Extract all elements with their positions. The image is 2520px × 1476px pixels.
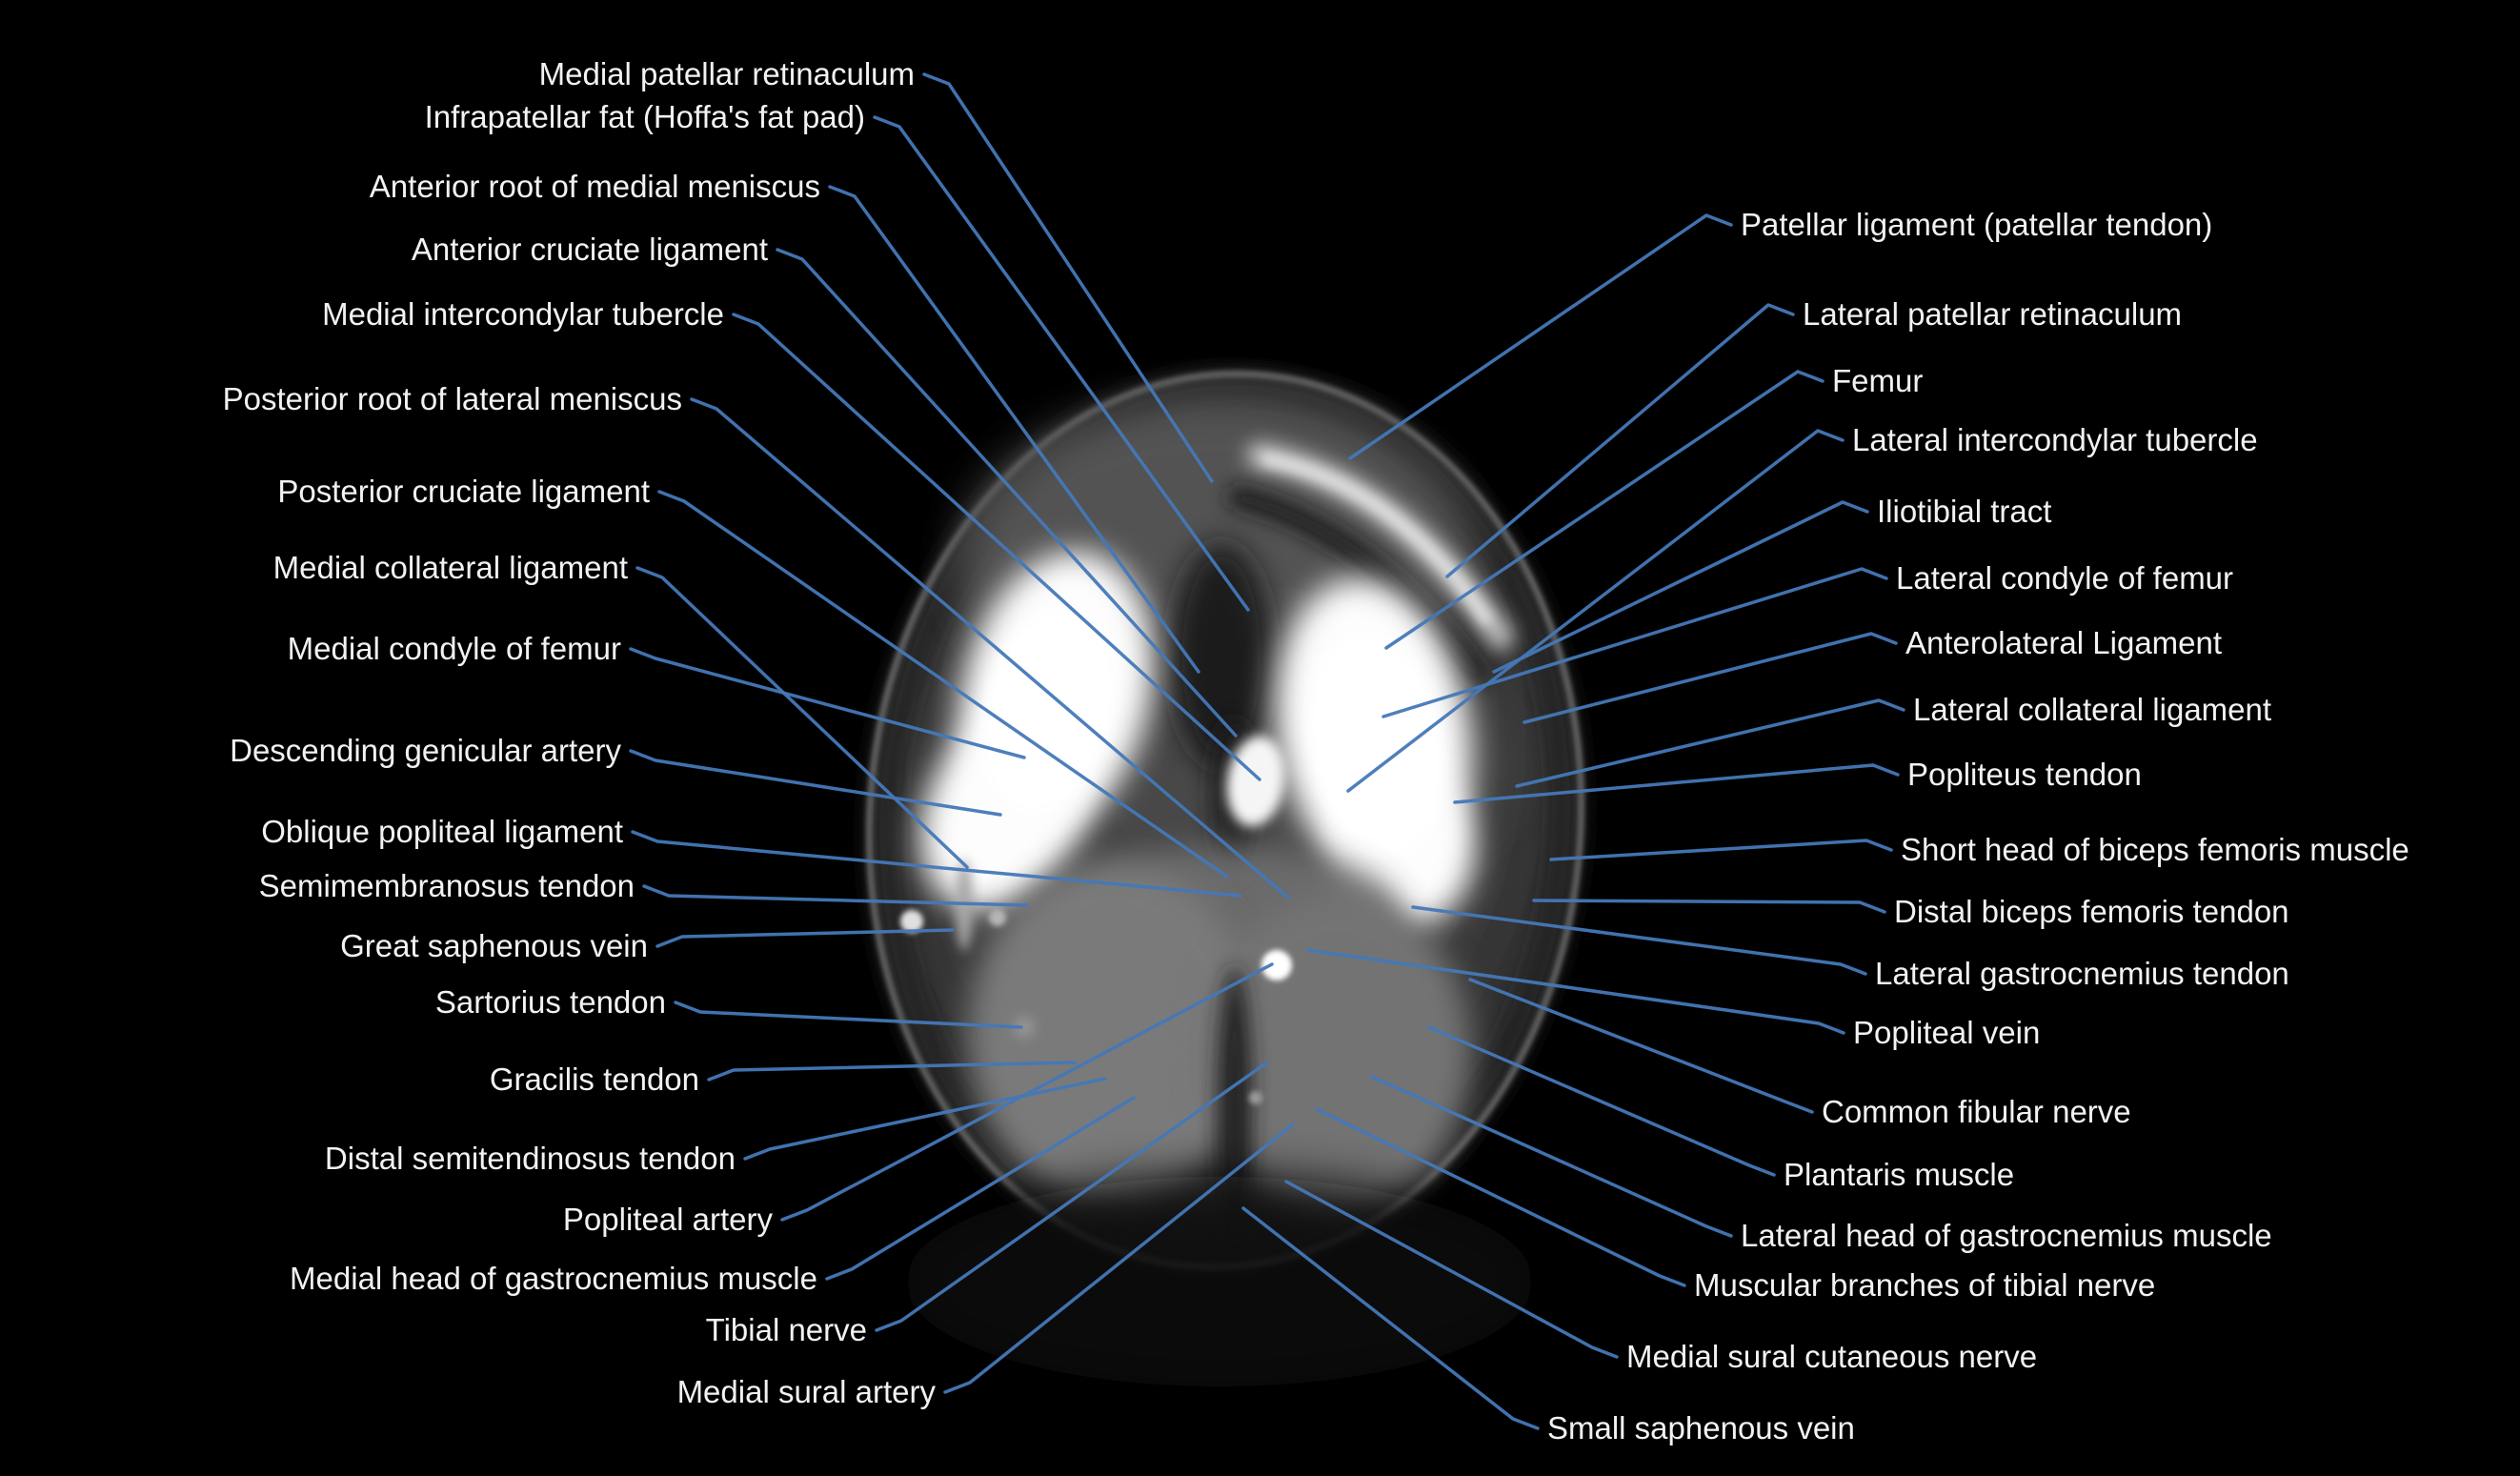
anatomy-label: Medial sural artery [676,1373,936,1409]
central-bright-fragment [1226,736,1285,827]
leader-line [629,647,1026,759]
anatomy-label: Iliotibial tract [1877,493,2052,529]
anatomy-label: Plantaris muscle [1784,1156,2015,1192]
leader-line [1306,948,1845,1035]
anatomy-label: Lateral intercondylar tubercle [1852,421,2258,457]
anatomy-label: Posterior cruciate ligament [277,473,650,509]
anatomy-label: Gracilis tendon [489,1061,699,1097]
anatomy-label: Popliteal vein [1853,1014,2041,1050]
leader-line [1515,698,1905,788]
anatomy-label: Oblique popliteal ligament [261,813,623,849]
anatomy-label: Lateral head of gastrocnemius muscle [1741,1217,2272,1253]
leader-line [635,566,969,869]
leader-line [732,313,1261,781]
anatomy-label: Distal semitendinosus tendon [324,1140,736,1176]
leader-line [631,830,1242,898]
anatomy-label: Sartorius tendon [434,983,666,1020]
leader-line [1453,763,1900,804]
leader-line [1532,899,1886,914]
anatomy-label: Lateral collateral ligament [1913,691,2272,727]
anatomy-label: Lateral gastrocnemius tendon [1875,955,2289,991]
anatomy-label: Medial head of gastrocnemius muscle [290,1260,817,1296]
medial-tendon-streak [956,859,973,951]
sartorius-focus [1014,1017,1035,1038]
tibial-nerve-branch-dot [1249,1091,1262,1104]
leader-line [1522,632,1898,724]
leader-line [780,962,1274,1222]
anatomy-label: Medial condyle of femur [287,630,621,666]
leader-line [943,1122,1295,1394]
leader-line [1384,370,1824,650]
leader-line [1346,429,1845,793]
anatomy-label: Distal biceps femoris tendon [1894,893,2289,929]
anatomy-label: Great saphenous vein [340,927,648,963]
popliteal-artery-dot [1261,950,1292,981]
anatomy-label: Short head of biceps femoris muscle [1901,831,2409,867]
leader-line [875,1061,1269,1332]
leader-line [707,1061,1077,1082]
anatomy-label: Medial sural cutaneous nerve [1626,1338,2038,1374]
leader-line [1468,978,1814,1114]
leader-line [1492,500,1869,674]
anatomy-label: Lateral patellar retinaculum [1803,295,2183,332]
anatomy-label: Anterolateral Ligament [1905,624,2223,660]
anatomy-label: Anterior root of medial meniscus [369,168,820,204]
anatomy-label: Medial collateral ligament [272,549,628,585]
leader-line [674,1001,1023,1029]
anatomy-label: Medial patellar retinaculum [538,55,915,91]
anatomy-label: Anterior cruciate ligament [411,231,768,267]
leader-line [1549,839,1893,861]
leader-line [776,248,1238,738]
anatomy-label: Lateral condyle of femur [1896,559,2234,596]
leader-line [657,490,1229,879]
leader-line [1445,303,1795,578]
anatomy-label: Descending genicular artery [230,732,621,768]
anatomy-label: Posterior root of lateral meniscus [222,380,682,416]
anatomy-label: Small saphenous vein [1547,1409,1855,1446]
leader-line [922,72,1214,483]
semimembranosus-focus [989,909,1006,926]
leader-line [1411,905,1867,976]
anatomy-label: Femur [1832,362,1924,398]
anatomy-label: Patellar ligament (patellar tendon) [1741,206,2213,242]
leader-line [642,884,1029,907]
leader-line [1348,213,1733,460]
anterior-bright-band-core [1261,454,1492,625]
anatomy-label: Muscular branches of tibial nerve [1694,1266,2156,1303]
anatomy-label: Medial intercondylar tubercle [322,295,724,332]
lateral-condyle-core [1309,634,1444,857]
vessel-dots [900,859,1292,1104]
leader-line [1370,1075,1733,1238]
anatomy-label: Popliteus tendon [1907,756,2142,792]
anatomy-label: Semimembranosus tendon [258,867,635,903]
leader-line [629,749,1002,817]
leader-line [1427,1025,1776,1177]
great-saphenous-vein-dot [900,910,923,933]
leader-line [743,1077,1107,1161]
leader-line [828,185,1200,674]
leader-line [1241,1206,1540,1430]
anatomy-label: Common fibular nerve [1822,1093,2131,1129]
leader-line [1315,1107,1686,1287]
anatomy-label: Tibial nerve [705,1311,867,1347]
anatomy-label: Infrapatellar fat (Hoffa's fat pad) [424,98,865,134]
leader-line [1284,1180,1619,1359]
leader-line [825,1096,1136,1281]
anatomy-label: Popliteal artery [562,1201,773,1237]
leader-line [1381,567,1888,718]
leader-line [655,928,955,948]
anterior-dark-band [1227,486,1488,686]
intercondylar-notch [1172,543,1271,768]
leader-line [690,397,1290,900]
medial-condyle-core [981,608,1115,812]
leader-line [873,115,1250,612]
